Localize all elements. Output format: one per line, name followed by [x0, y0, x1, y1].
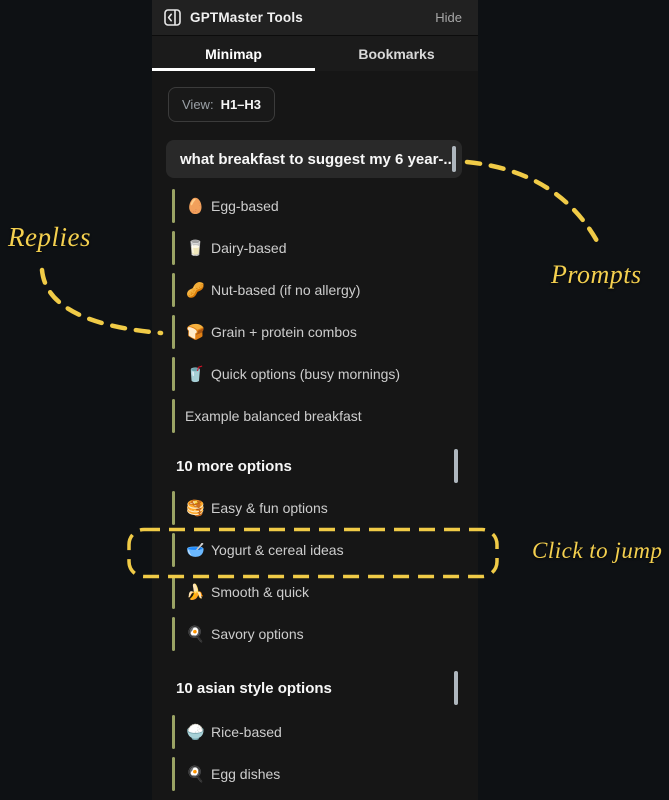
minimap-heading-row[interactable]: 🥞 Easy & fun options [152, 487, 478, 529]
view-filter-button[interactable]: View: H1–H3 [168, 87, 276, 122]
frying-pan-icon: 🍳 [186, 765, 205, 783]
prompt-scroll-marker [454, 671, 458, 705]
panel-title: GPTMaster Tools [190, 10, 304, 25]
minimap-heading-row[interactable]: 🍳 Savory options [152, 613, 478, 655]
milk-glass-icon: 🥛 [186, 239, 205, 257]
tab-minimap[interactable]: Minimap [205, 45, 262, 62]
minimap-heading-row[interactable]: 🍌 Smooth & quick [152, 571, 478, 613]
cup-with-straw-icon: 🥤 [186, 365, 205, 383]
minimap-prompt-row[interactable]: 10 asian style options [152, 667, 478, 709]
reply-accent-bar [172, 715, 175, 749]
prompt-scroll-marker [454, 449, 458, 483]
reply-accent-bar [172, 533, 175, 567]
heading-label: Egg-based [211, 198, 279, 214]
banana-icon: 🍌 [186, 583, 205, 601]
panel-header: GPTMaster Tools Hide [152, 0, 478, 36]
tab-bar: Minimap Bookmarks [152, 36, 478, 71]
rice-icon: 🍚 [186, 723, 205, 741]
minimap-heading-row[interactable]: 🥜 Nut-based (if no allergy) [152, 269, 478, 311]
reply-accent-bar [172, 399, 175, 433]
reply-accent-bar [172, 357, 175, 391]
reply-accent-bar [172, 189, 175, 223]
minimap-heading-row[interactable]: 🥚 Egg-based [152, 185, 478, 227]
heading-label: Easy & fun options [211, 500, 328, 516]
tab-bookmarks[interactable]: Bookmarks [358, 45, 435, 62]
prompt-label: what breakfast to suggest my 6 year-... [180, 150, 456, 168]
reply-accent-bar [172, 491, 175, 525]
prompts-annotation-label: Prompts [551, 260, 642, 289]
minimap-prompt-row[interactable]: what breakfast to suggest my 6 year-... [166, 140, 462, 178]
reply-accent-bar [172, 757, 175, 791]
heading-label: Grain + protein combos [211, 324, 357, 340]
egg-icon: 🥚 [186, 197, 205, 215]
heading-label: Quick options (busy mornings) [211, 366, 401, 382]
reply-accent-bar [172, 273, 175, 307]
prompt-scroll-marker [452, 146, 456, 172]
heading-label: Savory options [211, 626, 304, 642]
minimap-heading-row[interactable]: 🍳 Egg dishes [152, 753, 478, 795]
prompt-label: 10 more options [176, 457, 292, 475]
pancakes-icon: 🥞 [186, 499, 205, 517]
prompts-arrow [464, 159, 600, 244]
heading-label: Example balanced breakfast [185, 408, 362, 424]
heading-label: Egg dishes [211, 766, 281, 782]
reply-accent-bar [172, 575, 175, 609]
heading-label: Nut-based (if no allergy) [211, 282, 361, 298]
view-filter-value: H1–H3 [220, 97, 262, 112]
reply-accent-bar [172, 231, 175, 265]
minimap-heading-row[interactable]: 🥤 Quick options (busy mornings) [152, 353, 478, 395]
minimap-heading-row[interactable]: 🥣 Yogurt & cereal ideas [152, 529, 478, 571]
heading-label: Smooth & quick [211, 584, 310, 600]
minimap-heading-row[interactable]: 🍚 Rice-based [152, 711, 478, 753]
minimap-heading-row[interactable]: 🥛 Dairy-based [152, 227, 478, 269]
reply-accent-bar [172, 315, 175, 349]
bread-icon: 🍞 [186, 323, 205, 341]
gptmaster-panel: GPTMaster Tools Hide Minimap Bookmarks V… [152, 0, 478, 800]
collapse-sidebar-icon[interactable] [164, 9, 181, 26]
active-tab-underline [152, 68, 315, 71]
minimap-heading-row[interactable]: Example balanced breakfast [152, 395, 478, 437]
minimap-prompt-row[interactable]: 10 more options [152, 445, 478, 487]
reply-accent-bar [172, 617, 175, 651]
minimap-content: View: H1–H3 what breakfast to suggest my… [152, 71, 478, 795]
heading-label: Rice-based [211, 724, 282, 740]
minimap-row-list: what breakfast to suggest my 6 year-... 🥚… [152, 140, 478, 795]
frying-pan-icon: 🍳 [186, 625, 205, 643]
heading-label: Dairy-based [211, 240, 287, 256]
heading-label: Yogurt & cereal ideas [211, 542, 344, 558]
prompt-label: 10 asian style options [176, 679, 332, 697]
peanuts-icon: 🥜 [186, 281, 205, 299]
click-to-jump-annotation-label: Click to jump [532, 538, 663, 563]
replies-annotation-label: Replies [8, 222, 91, 252]
minimap-heading-row[interactable]: 🍞 Grain + protein combos [152, 311, 478, 353]
replies-arrow [39, 267, 164, 336]
view-filter-label: View: [182, 97, 214, 112]
hide-button[interactable]: Hide [431, 8, 466, 27]
bowl-with-spoon-icon: 🥣 [186, 541, 205, 559]
